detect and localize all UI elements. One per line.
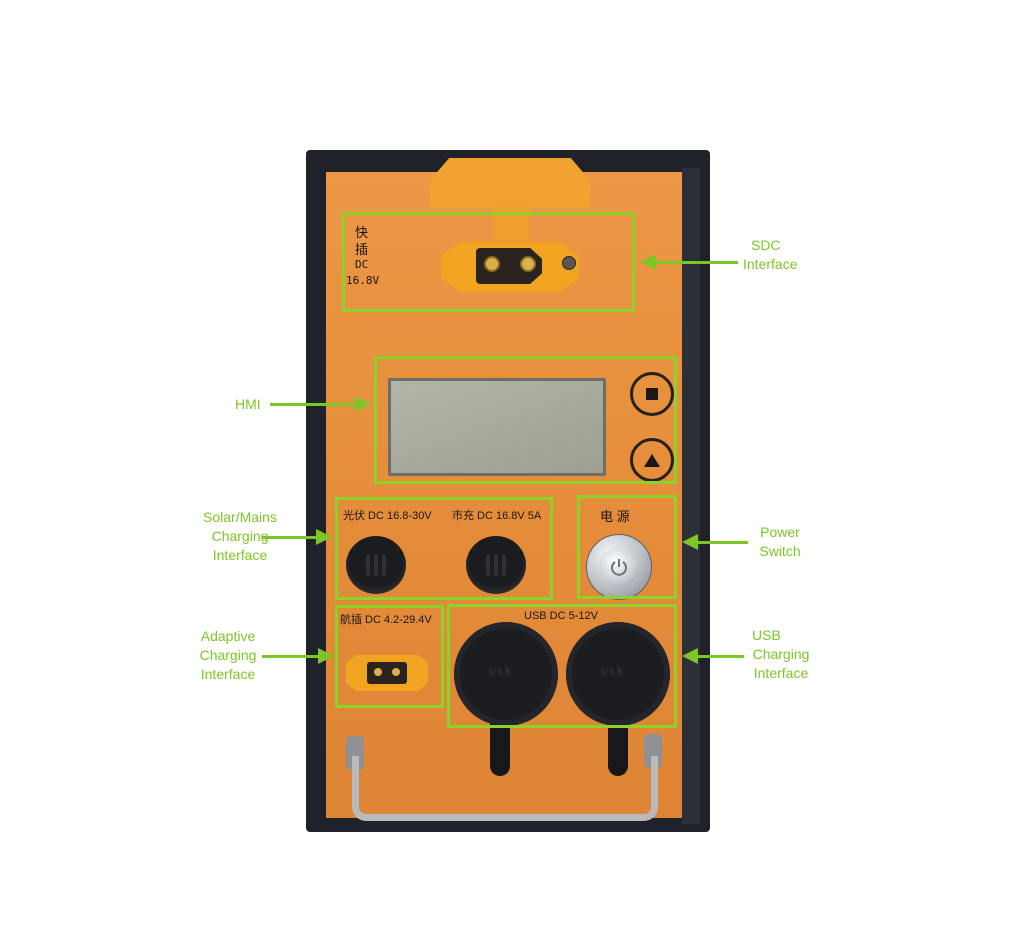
sdc-arrow xyxy=(654,261,738,264)
arrow-head-icon xyxy=(682,648,698,664)
usb-frame xyxy=(447,604,677,728)
arrow-head-icon xyxy=(318,648,334,664)
sdc-label-1: 快 xyxy=(355,225,369,240)
usb-cap-text: USB xyxy=(602,668,625,678)
power-label: 电 源 xyxy=(600,509,630,524)
sdc-frame xyxy=(342,212,635,312)
hmi-frame xyxy=(374,356,677,484)
connector-pin-icon xyxy=(484,256,500,272)
up-triangle-icon xyxy=(644,453,660,467)
solar-mains-frame xyxy=(335,497,553,600)
hmi-arrow xyxy=(270,403,358,406)
power-switch[interactable] xyxy=(586,534,652,600)
usb-arrow xyxy=(696,655,744,658)
mains-port-cap[interactable] xyxy=(466,536,526,594)
sdc-annotation: SDC Interface xyxy=(743,237,798,272)
arrow-head-icon xyxy=(682,534,698,550)
stop-square-icon xyxy=(646,388,658,400)
usb-port-cap-left[interactable]: USB xyxy=(454,622,558,726)
hmi-stop-button[interactable] xyxy=(630,372,674,416)
solar-mains-annotation: Solar/Mains Charging Interface xyxy=(203,509,277,563)
connector-pin-icon xyxy=(374,668,382,676)
hmi-up-button[interactable] xyxy=(630,438,674,482)
adaptive-arrow xyxy=(262,655,318,658)
power-annotation: Power Switch xyxy=(759,524,801,559)
arrow-head-icon xyxy=(355,396,371,412)
power-icon xyxy=(599,547,639,587)
sdc-label-4: 16.8V xyxy=(346,274,380,287)
adaptive-annotation: Adaptive Charging Interface xyxy=(199,628,257,682)
dust-cover-latch[interactable] xyxy=(430,158,590,208)
aviation-port-label: 航插 DC 4.2-29.4V xyxy=(340,614,432,626)
power-arrow xyxy=(696,541,748,544)
sdc-label-2: 插 xyxy=(355,242,369,257)
arrow-head-icon xyxy=(316,529,332,545)
usb-cap-text: USB xyxy=(490,668,513,678)
usb-port-cap-right[interactable]: USB xyxy=(566,622,670,726)
screw-icon xyxy=(562,256,576,270)
solar-mains-arrow xyxy=(262,536,316,539)
hmi-annotation: HMI xyxy=(235,396,261,412)
latch-stem xyxy=(493,200,529,240)
solar-port-cap[interactable] xyxy=(346,536,406,594)
power-frame xyxy=(577,495,677,599)
mains-port-label: 市充 DC 16.8V 5A xyxy=(452,510,542,522)
solar-port-label: 光伏 DC 16.8-30V xyxy=(343,510,432,522)
arrow-head-icon xyxy=(640,254,656,270)
usb-annotation: USB Charging Interface xyxy=(752,627,810,681)
adaptive-frame xyxy=(335,605,444,708)
adaptive-socket xyxy=(367,662,407,684)
connector-pin-icon xyxy=(392,668,400,676)
connector-pin-icon xyxy=(520,256,536,272)
case-side-edge xyxy=(682,168,700,824)
lcd-screen xyxy=(388,378,606,476)
carry-handle[interactable] xyxy=(352,756,658,821)
sdc-label-3: DC xyxy=(355,258,369,271)
usb-port-label: USB DC 5-12V xyxy=(524,610,598,622)
